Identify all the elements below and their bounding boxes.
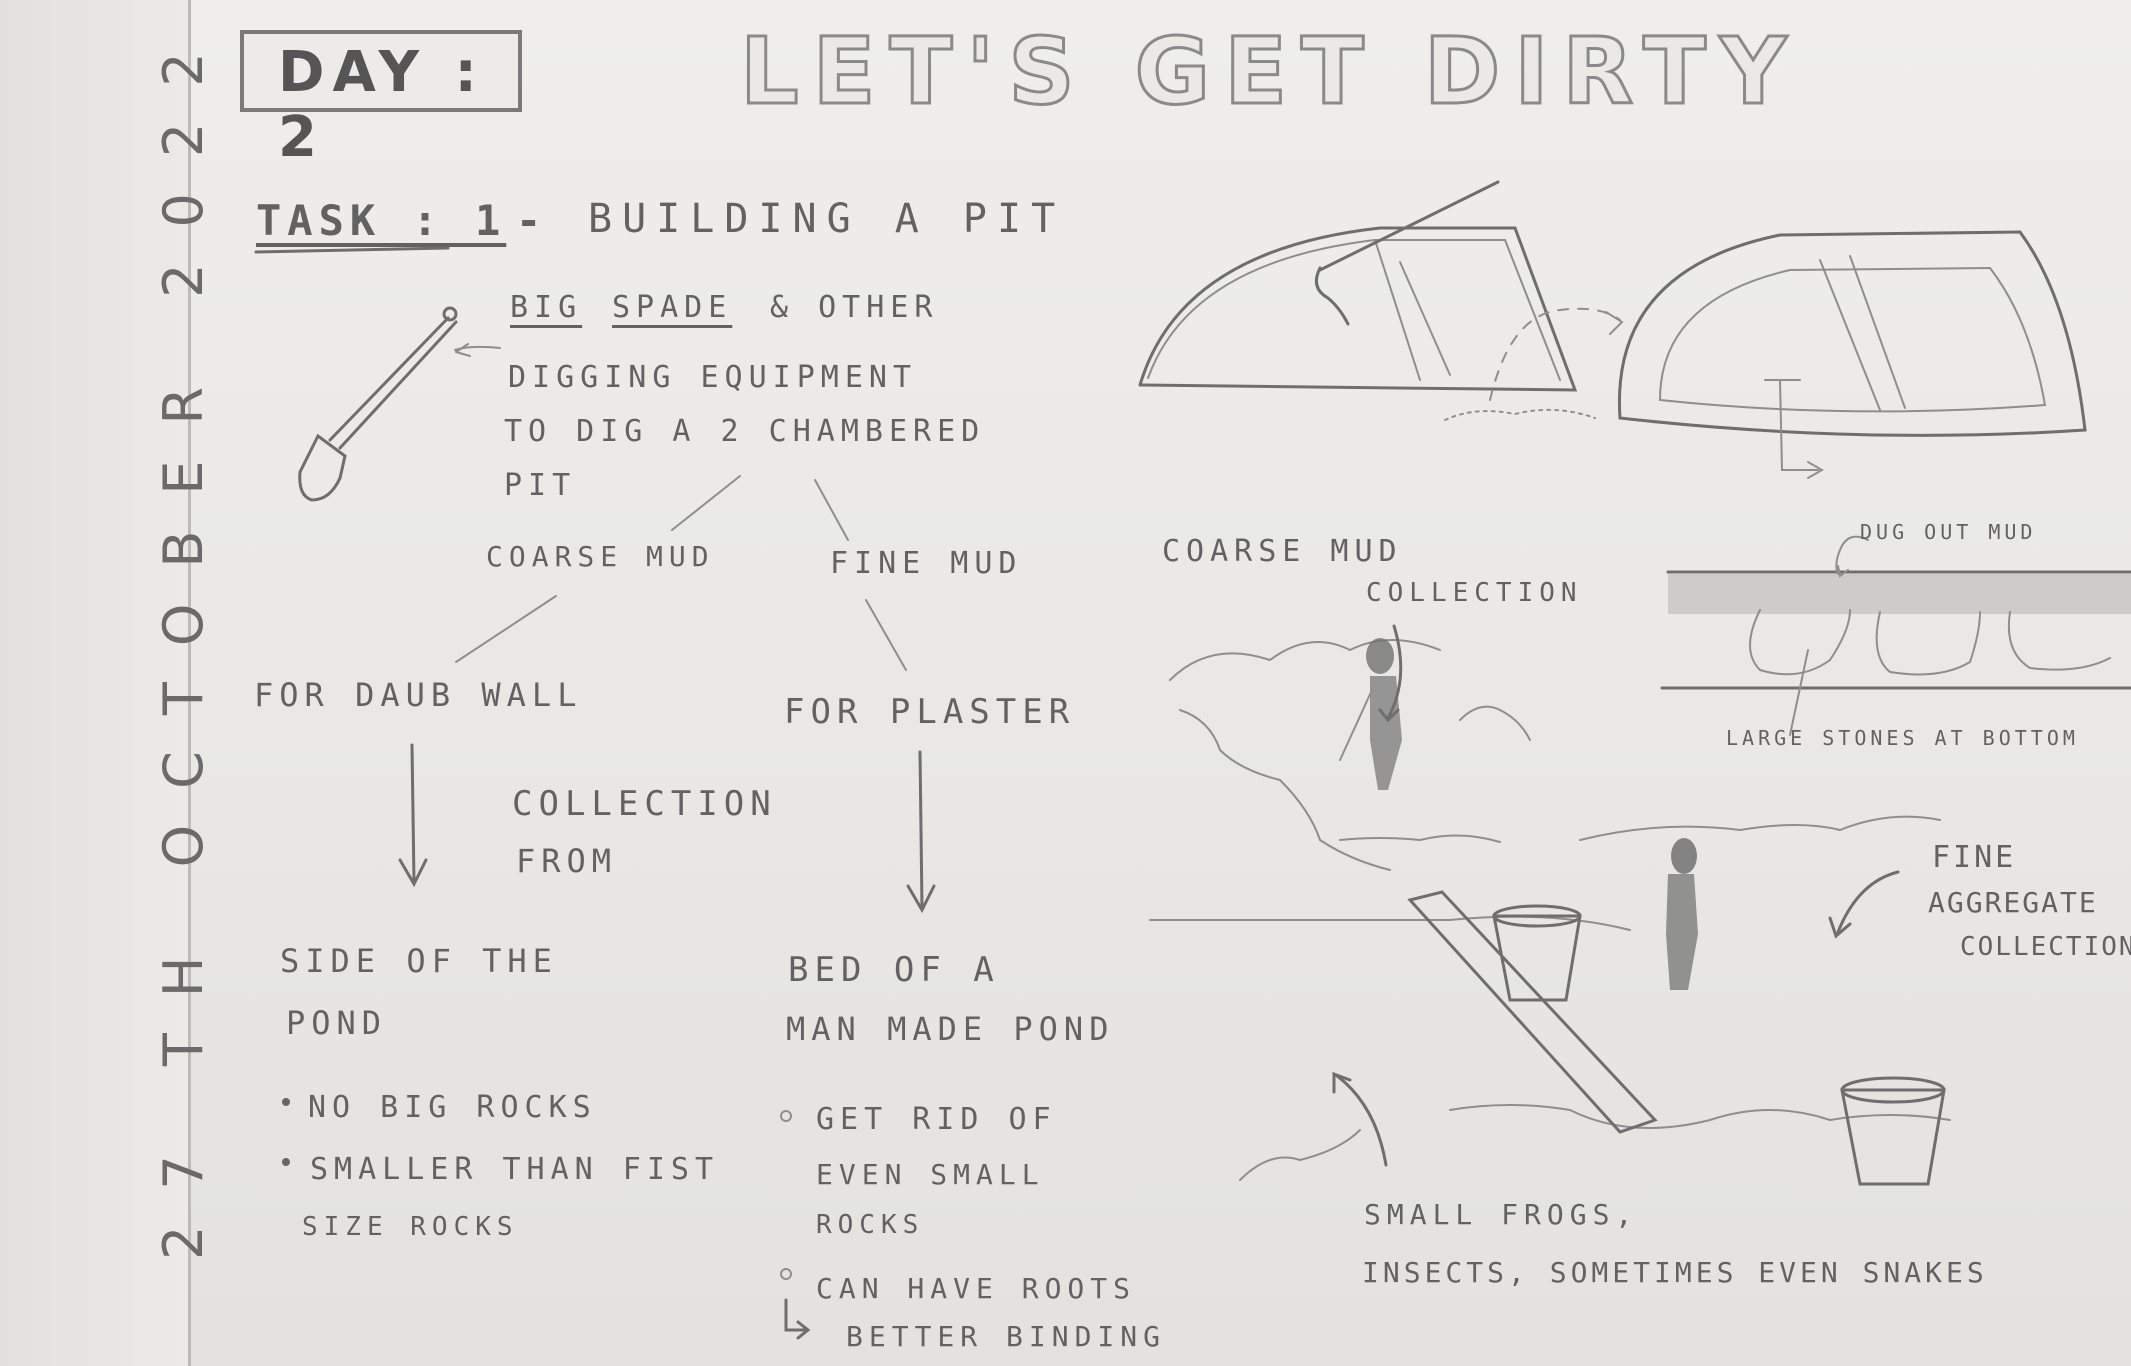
down-arrow-right bbox=[908, 752, 934, 910]
frogs-line2: INSECTS, SOMETIMES EVEN SNAKES bbox=[1362, 1256, 1988, 1289]
collection-from-label: FROM bbox=[516, 842, 617, 880]
fine-bullet1-line2: EVEN SMALL bbox=[816, 1158, 1045, 1191]
fine-source-line1: BED OF A bbox=[788, 950, 1000, 990]
cross-section-sketch bbox=[1662, 537, 2131, 735]
coarse-bullet2-line1: SMALLER THAN FIST bbox=[310, 1152, 719, 1187]
branch-line-plaster bbox=[866, 600, 906, 670]
coarse-bullet1: NO BIG ROCKS bbox=[308, 1090, 597, 1125]
large-stones-label: LARGE STONES AT BOTTOM bbox=[1726, 726, 2079, 750]
fine-source-line2: MAN MADE POND bbox=[786, 1010, 1114, 1048]
equipment-big: BIG bbox=[510, 290, 582, 325]
fine-bullet1-line3: ROCKS bbox=[816, 1210, 924, 1240]
pit-sketch-1 bbox=[1140, 182, 1575, 390]
fine-aggregate-line2: AGGREGATE bbox=[1928, 886, 2098, 919]
pond-scene-sketch bbox=[1150, 626, 1950, 1184]
equipment-line2: DIGGING EQUIPMENT bbox=[508, 360, 917, 395]
branch-line-daub bbox=[456, 596, 556, 662]
branch-line-fine bbox=[815, 480, 848, 540]
bullet-dot bbox=[282, 1158, 290, 1166]
task-label: TASK : 1 bbox=[256, 196, 506, 245]
coarse-source-line2: POND bbox=[286, 1004, 387, 1042]
sub-arrow-icon bbox=[786, 1300, 808, 1338]
equipment-spade: SPADE bbox=[612, 290, 732, 325]
coarse-mud-label: COARSE MUD bbox=[486, 540, 715, 573]
dug-out-mud-label: DUG OUT MUD bbox=[1860, 520, 2036, 544]
equipment-rest: & OTHER bbox=[770, 290, 938, 325]
fine-bullet2-sub: BETTER BINDING bbox=[846, 1320, 1166, 1353]
fine-mud-label: FINE MUD bbox=[830, 546, 1023, 581]
curved-arrow-dashed bbox=[1490, 309, 1620, 400]
down-arrow-left bbox=[400, 745, 426, 884]
frogs-line1: SMALL FROGS, bbox=[1364, 1198, 1638, 1231]
fine-aggregate-line1: FINE bbox=[1932, 840, 2016, 875]
task-underline bbox=[256, 248, 448, 252]
fine-bullet1-line1: GET RID OF bbox=[816, 1102, 1057, 1137]
coarse-source-line1: SIDE OF THE bbox=[280, 942, 558, 980]
equipment-line3: TO DIG A 2 CHAMBERED bbox=[504, 414, 985, 449]
daub-wall-label: FOR DAUB WALL bbox=[254, 676, 582, 714]
pit-sketch-2 bbox=[1619, 232, 2085, 478]
bullet-dot bbox=[282, 1098, 290, 1106]
plaster-label: FOR PLASTER bbox=[784, 692, 1075, 732]
task-name: BUILDING A PIT bbox=[588, 196, 1065, 242]
task-dash: - bbox=[516, 196, 547, 245]
fine-aggregate-line3: COLLECTION bbox=[1960, 932, 2131, 962]
bullet-dot bbox=[781, 1269, 791, 1279]
equipment-line4: PIT bbox=[504, 468, 576, 503]
sketch-label-collection: COLLECTION bbox=[1366, 578, 1583, 608]
collection-label: COLLECTION bbox=[512, 784, 777, 824]
branch-line-coarse bbox=[672, 476, 740, 530]
sketch-label-coarse: COARSE MUD bbox=[1162, 534, 1403, 569]
bullet-dot bbox=[781, 1111, 791, 1121]
dirt-pile bbox=[1445, 410, 1595, 420]
spade-icon bbox=[300, 308, 456, 500]
fine-bullet2: CAN HAVE ROOTS bbox=[816, 1272, 1136, 1305]
coarse-bullet2-line2: SIZE ROCKS bbox=[302, 1212, 519, 1242]
